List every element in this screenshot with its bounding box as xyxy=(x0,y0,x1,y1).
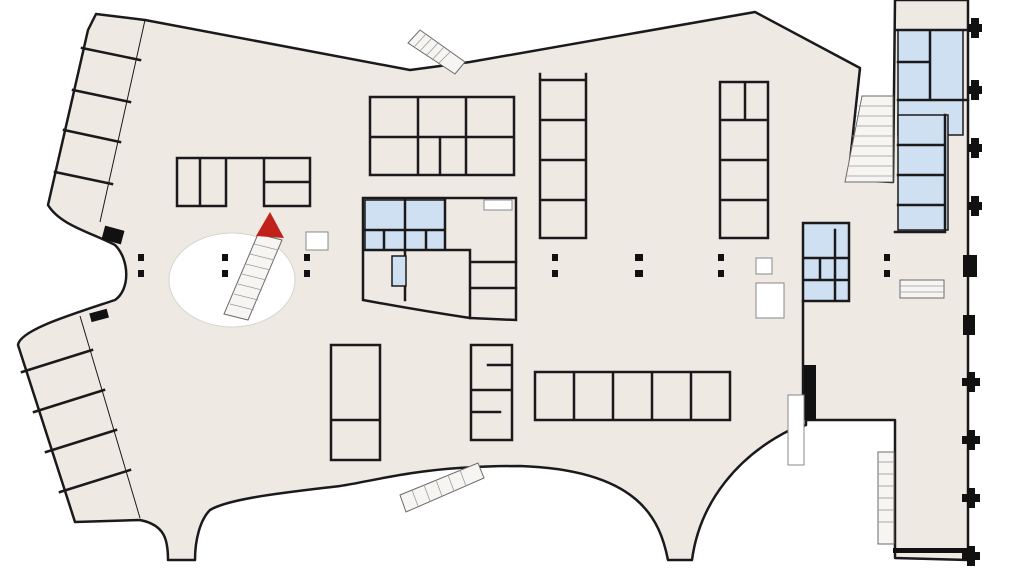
meeting-rooms-column-b xyxy=(718,80,770,240)
toilet-block-east-walls xyxy=(801,221,851,303)
meeting-rooms-north xyxy=(368,95,516,177)
toilet-block-east xyxy=(802,222,850,302)
meeting-rooms-column-a xyxy=(538,72,588,240)
stair-south-east xyxy=(877,451,895,545)
service-core-south xyxy=(897,114,949,231)
rooms-south-center xyxy=(469,343,514,442)
structural-columns xyxy=(138,254,890,277)
stair-east xyxy=(844,95,894,183)
west-bays-north xyxy=(53,19,146,223)
stair-north xyxy=(407,29,466,75)
info-desk xyxy=(305,231,329,251)
east-core-slab xyxy=(804,365,816,420)
center-block-counter xyxy=(483,199,513,211)
service-core-walls xyxy=(893,28,970,234)
office-block-outline xyxy=(361,196,518,322)
west-pillar-south xyxy=(89,308,109,323)
facade-columns xyxy=(962,18,982,566)
atrium-stair xyxy=(223,233,283,321)
red-triangle-marker-icon xyxy=(256,212,284,238)
south-wall xyxy=(893,548,968,553)
rooms-south-row xyxy=(533,370,732,422)
east-kiosk-small xyxy=(755,257,773,275)
east-bench xyxy=(899,279,945,299)
west-pillar-north xyxy=(101,225,125,245)
center-block-walls xyxy=(363,198,518,320)
center-block-shaft xyxy=(391,255,407,287)
west-bays-south xyxy=(20,315,141,519)
east-kiosk xyxy=(755,282,785,319)
stair-south xyxy=(399,462,485,513)
rooms-southwest xyxy=(329,343,382,462)
east-counter xyxy=(787,394,805,466)
small-rooms-west xyxy=(175,156,312,208)
